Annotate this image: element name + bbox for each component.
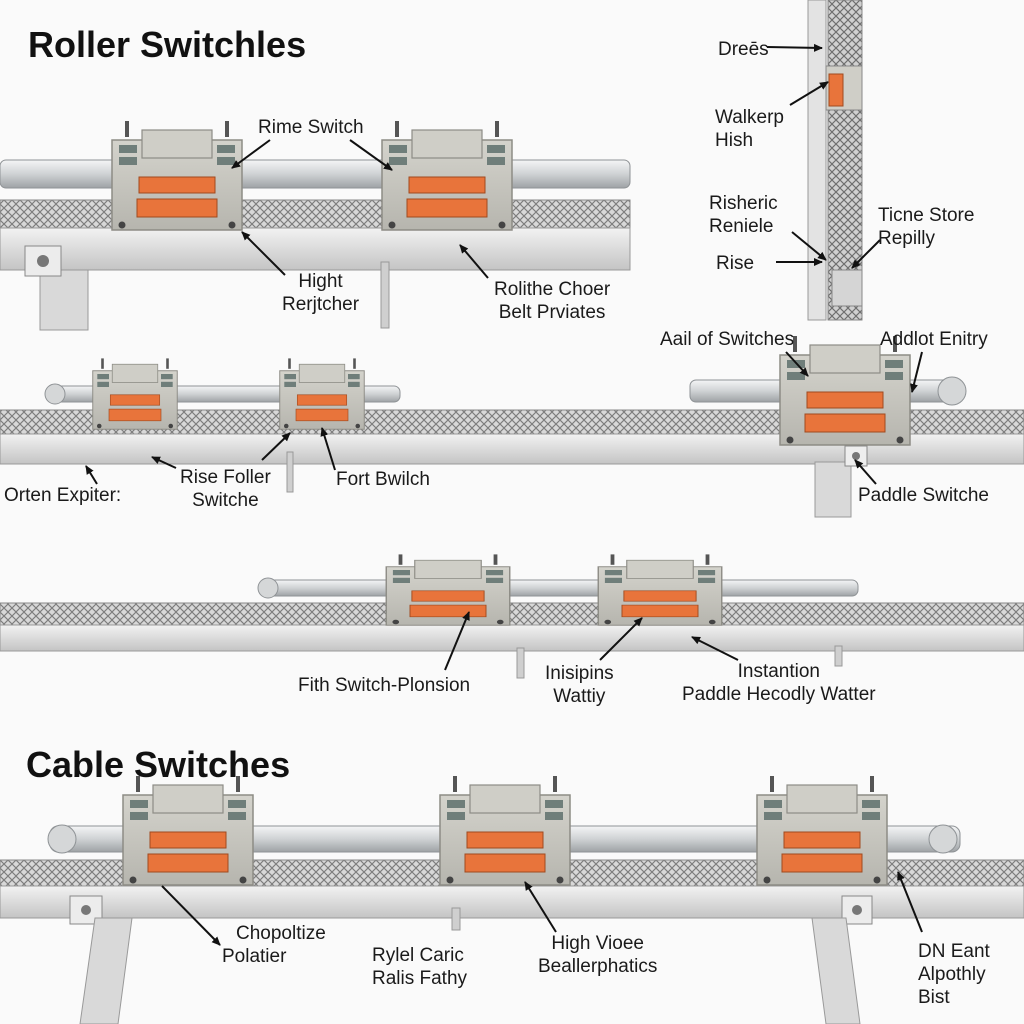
label-fort-bwilch: Fort Bwilch xyxy=(336,469,430,490)
vertical-cable-section xyxy=(807,0,863,321)
label-addlot-entry: Addlot Enitry xyxy=(880,329,988,350)
heading-cable-switches: Cable Switches xyxy=(26,744,291,785)
label-rise: Rise xyxy=(716,253,755,274)
label-aail-of-switches: Aail of Switches xyxy=(660,329,795,350)
heading-roller-switches: Roller Switchles xyxy=(28,24,307,65)
conveyor-section-2 xyxy=(0,335,1024,518)
conveyor-section-3 xyxy=(0,553,1024,679)
conveyor-section-1 xyxy=(0,120,631,331)
label-orten-expiter: Orten Expiter: xyxy=(4,485,122,506)
annotation-arrows xyxy=(85,43,923,946)
label-paddle-switche: Paddle Switche xyxy=(858,485,989,506)
conveyor-section-4 xyxy=(0,775,1024,1024)
label-rime-switch: Rime Switch xyxy=(258,117,364,138)
label-fith-switch-plonsion: Fith Switch-Plonsion xyxy=(298,675,471,696)
switch-unit xyxy=(111,120,243,231)
label-dress: Dreēs xyxy=(718,39,769,60)
switch-unit xyxy=(381,120,513,231)
